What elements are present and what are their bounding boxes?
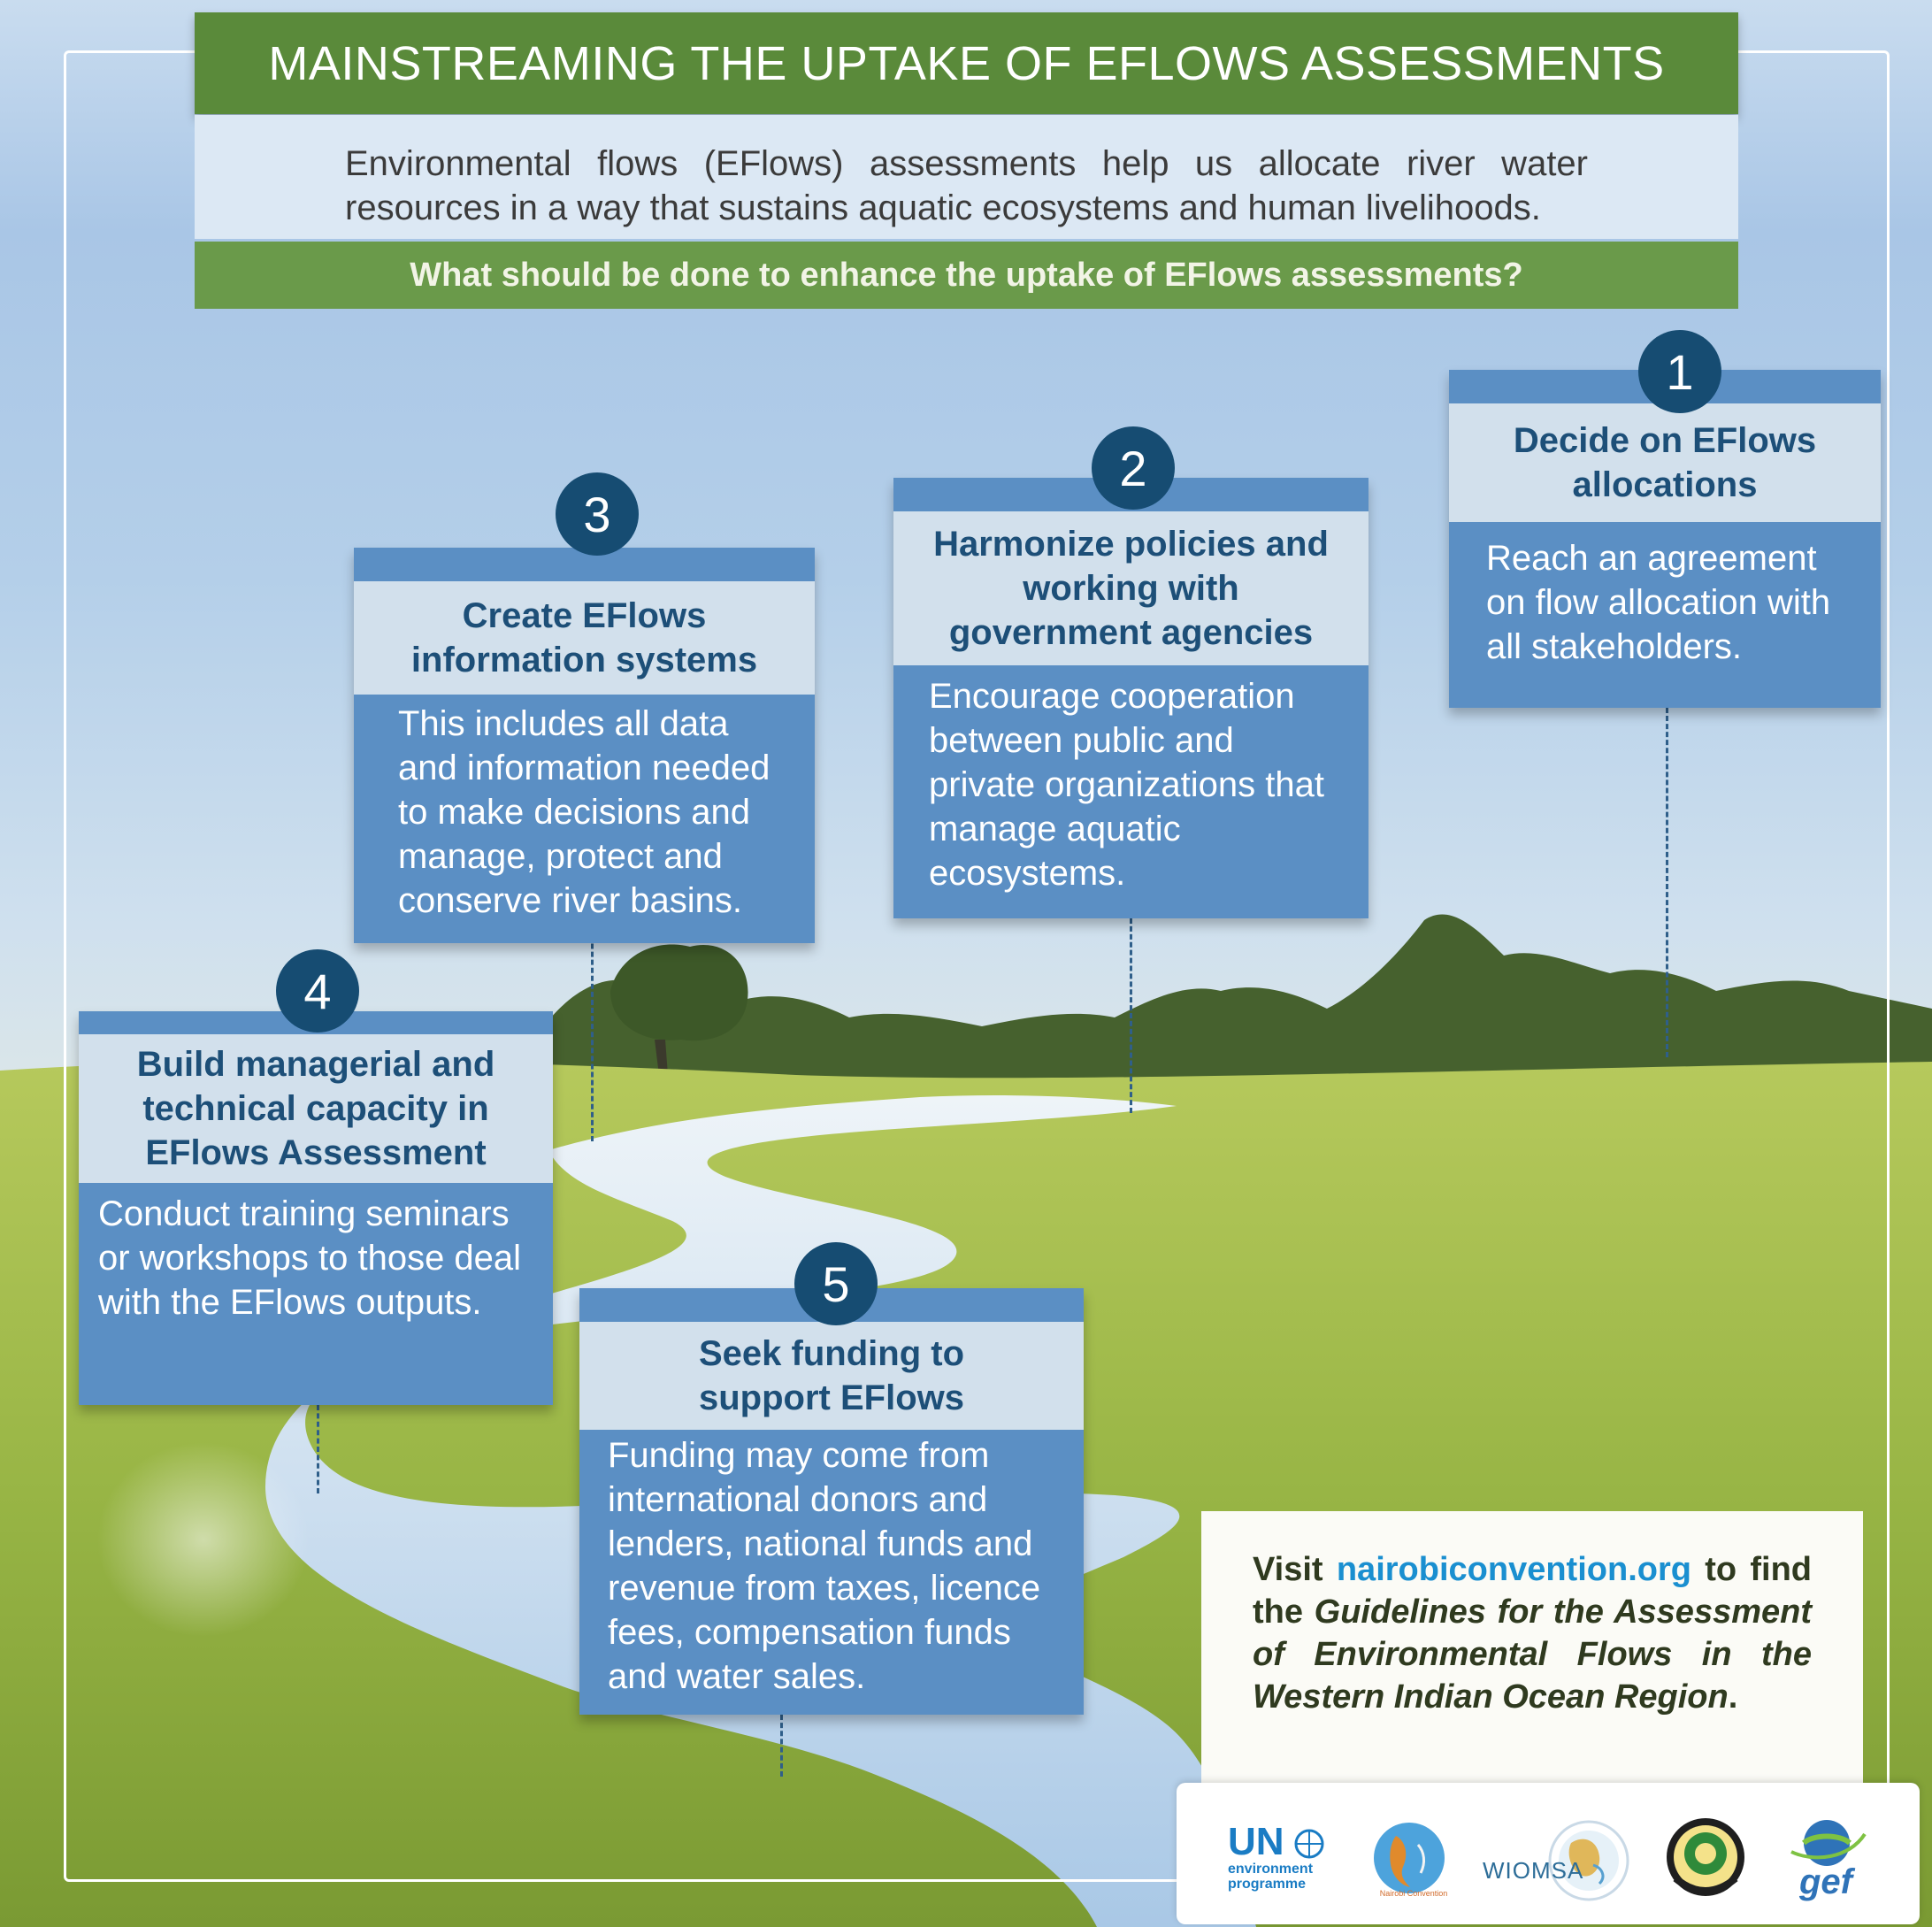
step-3-number: 3 [556, 472, 639, 556]
step-4-heading: Build managerial and technical capacity … [79, 1034, 553, 1183]
gef-globe-icon [1790, 1820, 1867, 1866]
step-card-2: Harmonize policies and working with gove… [893, 478, 1368, 918]
seal-icon [1667, 1818, 1744, 1896]
step-2-text: Encourage cooperation between public and… [929, 677, 1324, 893]
leader-line-3 [591, 871, 594, 1141]
step-card-5: Seek funding to support EFlows Funding m… [579, 1288, 1084, 1715]
un-logo-text: UN [1228, 1820, 1284, 1863]
question-text: What should be done to enhance the uptak… [410, 256, 1523, 294]
leader-line-1 [1666, 708, 1668, 1057]
wiomsa-globe-icon [1548, 1820, 1629, 1901]
nairobi-convention-icon [1374, 1823, 1445, 1893]
step-card-3: Create EFlows information systems This i… [354, 548, 815, 943]
wiomsa-logo: WIOMSA [1483, 1816, 1642, 1905]
intro-text: Environmental flows (EFlows) assessments… [195, 115, 1738, 239]
leader-line-4 [317, 1405, 319, 1493]
step-card-4: Build managerial and technical capacity … [79, 1011, 553, 1405]
leader-line-5 [780, 1715, 783, 1777]
step-4-number: 4 [276, 949, 359, 1033]
step-4-text: Conduct training seminars or workshops t… [98, 1194, 522, 1322]
globe-icon [1294, 1829, 1324, 1859]
visit-prefix: Visit [1253, 1551, 1323, 1588]
nairobi-convention-text: Nairobi Convention [1379, 1889, 1448, 1898]
visit-middle: to find the [1253, 1551, 1813, 1631]
step-5-heading: Seek funding to support EFlows [579, 1322, 1084, 1430]
step-1-text: Reach an agreement on flow allocation wi… [1486, 539, 1831, 666]
un-logo-sub2: programme [1228, 1877, 1307, 1892]
step-1-number: 1 [1638, 330, 1721, 413]
leader-line-2 [1130, 918, 1132, 1113]
nairobi-convention-logo: Nairobi Convention [1369, 1818, 1458, 1907]
visit-box: Visit nairobiconvention.org to find the … [1201, 1511, 1863, 1785]
title-banner: MAINSTREAMING THE UPTAKE OF EFLOWS ASSES… [195, 12, 1738, 114]
guidelines-title: Guidelines for the Assessment of Environ… [1253, 1593, 1812, 1716]
step-2-number: 2 [1092, 426, 1175, 510]
tree-line [531, 914, 1932, 1097]
question-banner: What should be done to enhance the uptak… [195, 242, 1738, 309]
step-3-heading: Create EFlows information systems [354, 581, 815, 695]
gef-logo: gef [1787, 1816, 1884, 1914]
website-link[interactable]: nairobiconvention.org [1336, 1551, 1691, 1588]
step-1-heading: Decide on EFlows allocations [1449, 403, 1881, 522]
step-3-text: This includes all data and information n… [398, 704, 770, 920]
page-title: MAINSTREAMING THE UPTAKE OF EFLOWS ASSES… [268, 36, 1665, 90]
step-5-text: Funding may come from international dono… [608, 1436, 1041, 1696]
step-5-number: 5 [794, 1242, 878, 1325]
gef-text: gef [1799, 1862, 1852, 1901]
university-seal-logo [1663, 1815, 1752, 1903]
step-2-heading: Harmonize policies and working with gove… [893, 511, 1368, 665]
un-environment-logo: UN environment programme [1228, 1823, 1334, 1902]
partner-logos: UN environment programme Nairobi Convent… [1177, 1783, 1920, 1924]
wiomsa-text: WIOMSA [1483, 1857, 1584, 1884]
step-card-1: Decide on EFlows allocations Reach an ag… [1449, 370, 1881, 708]
un-logo-sub1: environment [1228, 1862, 1314, 1877]
